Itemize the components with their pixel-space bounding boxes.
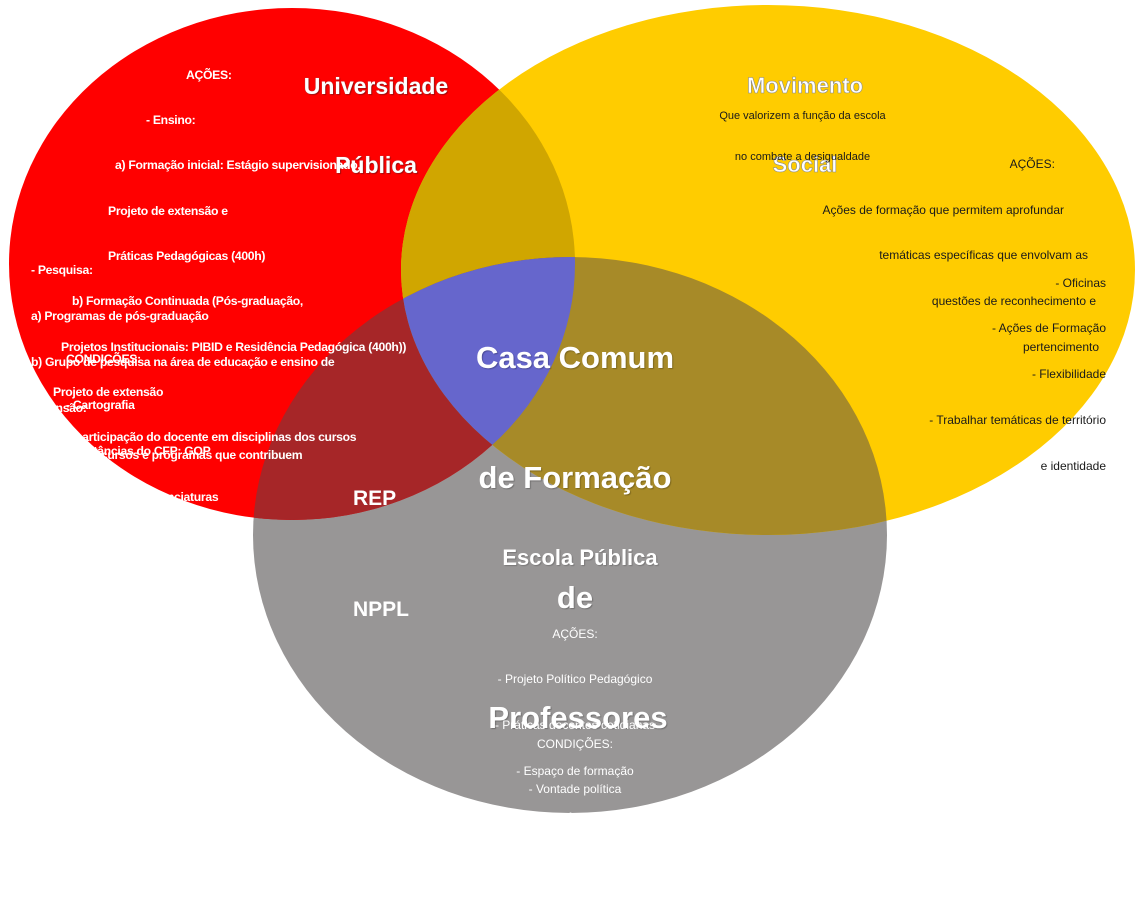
universidade-condicoes-item: parceiras <box>111 535 163 550</box>
universidade-acoes-item: a) Formação inicial: Estágio supervision… <box>115 158 361 173</box>
center-label-line: Casa Comum <box>475 340 675 375</box>
movimento-acoes-list: Ações de formação que permitem aprofunda… <box>780 172 1110 371</box>
center-label-line: de <box>556 580 594 615</box>
center-label: Casa Comum de Formação de Professores <box>430 258 720 778</box>
movimento-subtitle: Que valorizem a função da escola no comb… <box>700 83 905 178</box>
universidade-condicoes-item: - Cartografia <box>66 398 135 413</box>
escola-acoes-item: ampla (professor, aluno, <box>510 810 640 825</box>
universidade-acoes-item: Projeto de extensão e <box>108 203 228 218</box>
venn-diagram <box>9 5 1135 813</box>
universidade-acoes-list: - Ensino: a) Formação inicial: Estágio s… <box>0 83 406 506</box>
universidade-acoes-item: Projeto de extensão <box>53 384 164 399</box>
escola-acoes-item: - Espaço de formação <box>516 764 634 779</box>
movimento-acoes-item: Ações de formação que permitem aprofunda… <box>822 202 1064 217</box>
center-label-line: Professores <box>488 700 668 735</box>
universidade-title-line2: Pública <box>335 152 417 179</box>
universidade-pesquisa-list: - Pesquisa: a) Programas de pós-graduaçã… <box>0 232 335 571</box>
escola-condicoes-item: - Tempo para formação e planejamento <box>470 874 680 889</box>
escola-acoes-heading: AÇÕES: <box>552 626 598 641</box>
movimento-title: Movimento Social <box>705 20 905 205</box>
universidade-title: Universidade Pública <box>276 20 476 205</box>
movimento-bullet-item: - Ações de Formação <box>991 321 1106 336</box>
universidade-acoes-item: Práticas Pedagógicas (400h) <box>108 249 266 264</box>
universidade-pesquisa-item: para o desenvolvimento <box>39 493 172 508</box>
universidade-pesquisa-item: b) Grupo de pesquisa na área de educação… <box>31 355 335 370</box>
nppl-label: NPPL <box>353 598 410 621</box>
universidade-pesquisa-item: Extensão: <box>31 401 87 416</box>
universidade-condicoes-item: - Grupo de licenciaturas <box>86 489 219 504</box>
movimento-bullet-item: e identidade <box>1040 459 1106 474</box>
center-label-line: de Formação <box>478 460 672 495</box>
universidade-pesquisa-item: do licenciando e do docente <box>46 540 202 555</box>
movimento-bullet-item: - Trabalhar temáticas de território <box>929 413 1106 428</box>
escola-condicoes-item: - Vontade política <box>528 782 622 797</box>
universidade-acoes-item: b) Formação Continuada (Pós-graduação, <box>72 294 304 309</box>
escola-title: Escola Pública <box>502 545 658 570</box>
rep-nppl-labels: REP NPPL <box>353 406 409 665</box>
universidade-pesquisa-item: - Pesquisa: <box>31 262 93 277</box>
escola-condicoes-item: - Mobilização (gestão e professores) <box>477 828 673 843</box>
universidade-condicoes-heading: CONDIÇÕES: <box>66 352 141 366</box>
movimento-bullets: - Oficinas - Ações de Formação - Flexibi… <box>780 245 1106 490</box>
movimento-acoes-item: pertencimento <box>1022 340 1099 355</box>
movimento-acoes-heading: AÇÕES: <box>1009 157 1055 171</box>
escola-condicoes-heading: CONDIÇÕES: <box>536 736 613 751</box>
universidade-acoes-item: Projetos Institucionais: PIBID e Residên… <box>61 339 407 354</box>
movimento-acoes-item: temáticas específicas que envolvam as <box>879 248 1088 263</box>
universidade-pesquisa-item: a) Projetos, cursos e programas que cont… <box>35 447 303 462</box>
movimento-title-line1: Movimento <box>746 72 864 98</box>
escola-acoes-item: - Práticas docentes cotidianas <box>494 718 656 733</box>
escola-condicoes: CONDIÇÕES: - Vontade política - Mobiliza… <box>430 706 720 905</box>
universidade-acoes-item: - Ensino: <box>146 113 196 128</box>
universidade-pesquisa-item: a) Programas de pós-graduação <box>31 309 209 324</box>
movimento-acoes-item: questões de reconhecimento e <box>931 294 1096 309</box>
universidade-acoes-item: de licenciatura <box>38 475 119 490</box>
movimento-bullet-item: - Flexibilidade <box>1031 367 1106 382</box>
universidade-acoes-item: c) Coparticipação do docente em discipli… <box>46 430 357 445</box>
movimento-title-line2: Social <box>772 151 838 178</box>
movimento-bullet-item: - Oficinas <box>1055 275 1106 290</box>
universidade-title-line1: Universidade <box>303 72 449 99</box>
escola-acoes-item: - Projeto Político Pedagógico <box>497 672 653 687</box>
movimento-subtitle-line: Que valorizem a função da escola <box>719 110 886 122</box>
universidade-condicoes-list: - Cartografia - Instâncias do CFP: GOP -… <box>0 368 219 566</box>
universidade-acoes-heading: AÇÕES: <box>186 68 232 82</box>
universidade-condicoes-item: - Instâncias do CFP: GOP <box>70 444 211 459</box>
movimento-subtitle-line: no combate a desigualdade <box>734 150 871 163</box>
rep-label: REP <box>353 487 397 510</box>
